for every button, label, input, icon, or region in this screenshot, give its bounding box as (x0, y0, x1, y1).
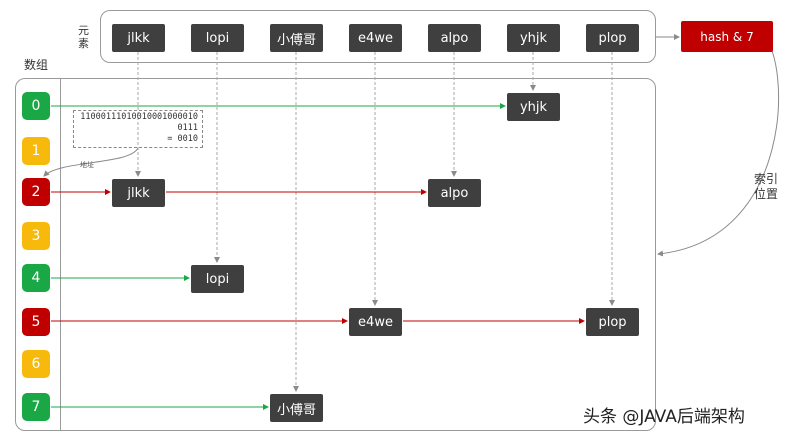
bucket-2-node-alpo: alpo (428, 179, 481, 207)
bucket-5-node-plop: plop (586, 308, 639, 336)
element-alpo: alpo (428, 24, 481, 52)
address-label: 地址 (80, 161, 94, 169)
array-slot-7: 7 (22, 393, 50, 421)
bit-calculation-box: 11000111010010001000010 0111 = 0010 (73, 110, 203, 148)
array-slot-1: 1 (22, 137, 50, 165)
element-xiaofuge: 小傅哥 (270, 24, 323, 52)
index-position-label: 索引 位置 (753, 172, 778, 201)
element-lopi: lopi (191, 24, 244, 52)
bucket-7-node-xiaofuge: 小傅哥 (270, 394, 323, 422)
bucket-5-node-e4we: e4we (349, 308, 402, 336)
watermark: 头条 @JAVA后端架构 (583, 407, 745, 427)
array-slot-4: 4 (22, 264, 50, 292)
array-divider (60, 78, 61, 430)
array-slot-2: 2 (22, 178, 50, 206)
hash-operation-box: hash & 7 (681, 21, 773, 52)
array-slot-3: 3 (22, 222, 50, 250)
array-frame (15, 78, 656, 431)
bit-line-2: 0111 (177, 123, 198, 133)
array-slot-6: 6 (22, 350, 50, 378)
bucket-4-node-lopi: lopi (191, 265, 244, 293)
array-slot-0: 0 (22, 92, 50, 120)
bit-line-3: = 0010 (167, 134, 198, 144)
elements-label: 元素 (78, 24, 89, 50)
bucket-2-node-jlkk: jlkk (112, 179, 165, 207)
addr-arrow (43, 147, 139, 177)
hash-to-array-arrow (657, 36, 780, 257)
element-yhjk: yhjk (507, 24, 560, 52)
element-e4we: e4we (349, 24, 402, 52)
array-label: 数组 (24, 58, 49, 72)
array-slot-5: 5 (22, 308, 50, 336)
bit-line-1: 11000111010010001000010 (80, 112, 198, 122)
element-plop: plop (586, 24, 639, 52)
element-jlkk: jlkk (112, 24, 165, 52)
bucket-0-node-yhjk: yhjk (507, 93, 560, 121)
